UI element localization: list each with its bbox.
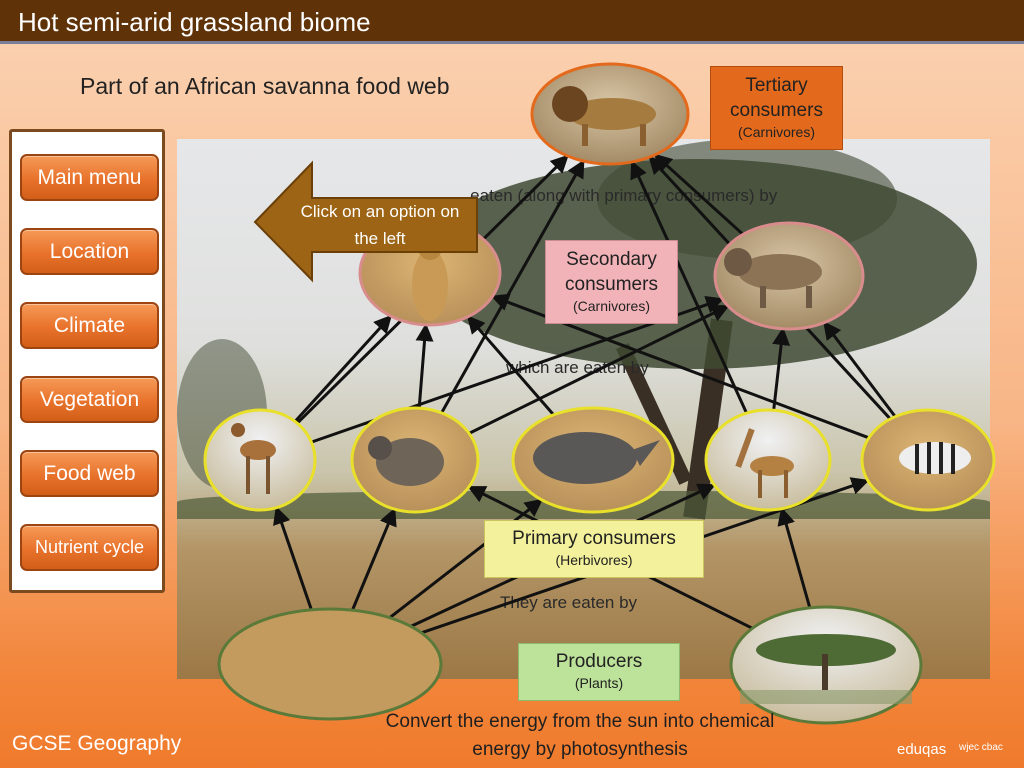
caption-bottom: They are eaten by [500, 593, 638, 612]
climate-button[interactable]: Climate [20, 302, 159, 349]
eduqas-logo: eduqas [897, 741, 946, 758]
food-web-button[interactable]: Food web [20, 450, 159, 497]
diagram-subtitle: Part of an African savanna food web [80, 73, 450, 99]
main-menu-button[interactable]: Main menu [20, 154, 159, 201]
location-button[interactable]: Location [20, 228, 159, 275]
vegetation-button[interactable]: Vegetation [20, 376, 159, 423]
nutrient-cycle-button[interactable]: Nutrient cycle [20, 524, 159, 571]
side-menu: Main menu Location Climate Vegetation Fo… [9, 129, 165, 593]
caption-top: ...eaten (along with primary consumers) … [456, 186, 778, 205]
page-title: Hot semi-arid grassland biome [18, 7, 371, 37]
secondary-consumers-label: Secondary consumers (Carnivores) [545, 240, 678, 324]
caption-middle: which are eaten by [506, 358, 649, 377]
title-bar: Hot semi-arid grassland biome [0, 0, 1024, 44]
tertiary-consumers-label: Tertiary consumers (Carnivores) [710, 66, 843, 150]
wjec-cbac-logo: wjec cbac [958, 742, 1003, 753]
footer-course-name: GCSE Geography [12, 732, 182, 755]
photosynthesis-note: Convert the energy from the sun into che… [385, 711, 775, 760]
callout-text: Click on an option on the left [300, 202, 460, 248]
producers-label: Producers (Plants) [518, 643, 680, 701]
publisher-logos: eduqas wjec cbac [897, 741, 1003, 758]
primary-consumers-label: Primary consumers (Herbivores) [484, 520, 704, 578]
